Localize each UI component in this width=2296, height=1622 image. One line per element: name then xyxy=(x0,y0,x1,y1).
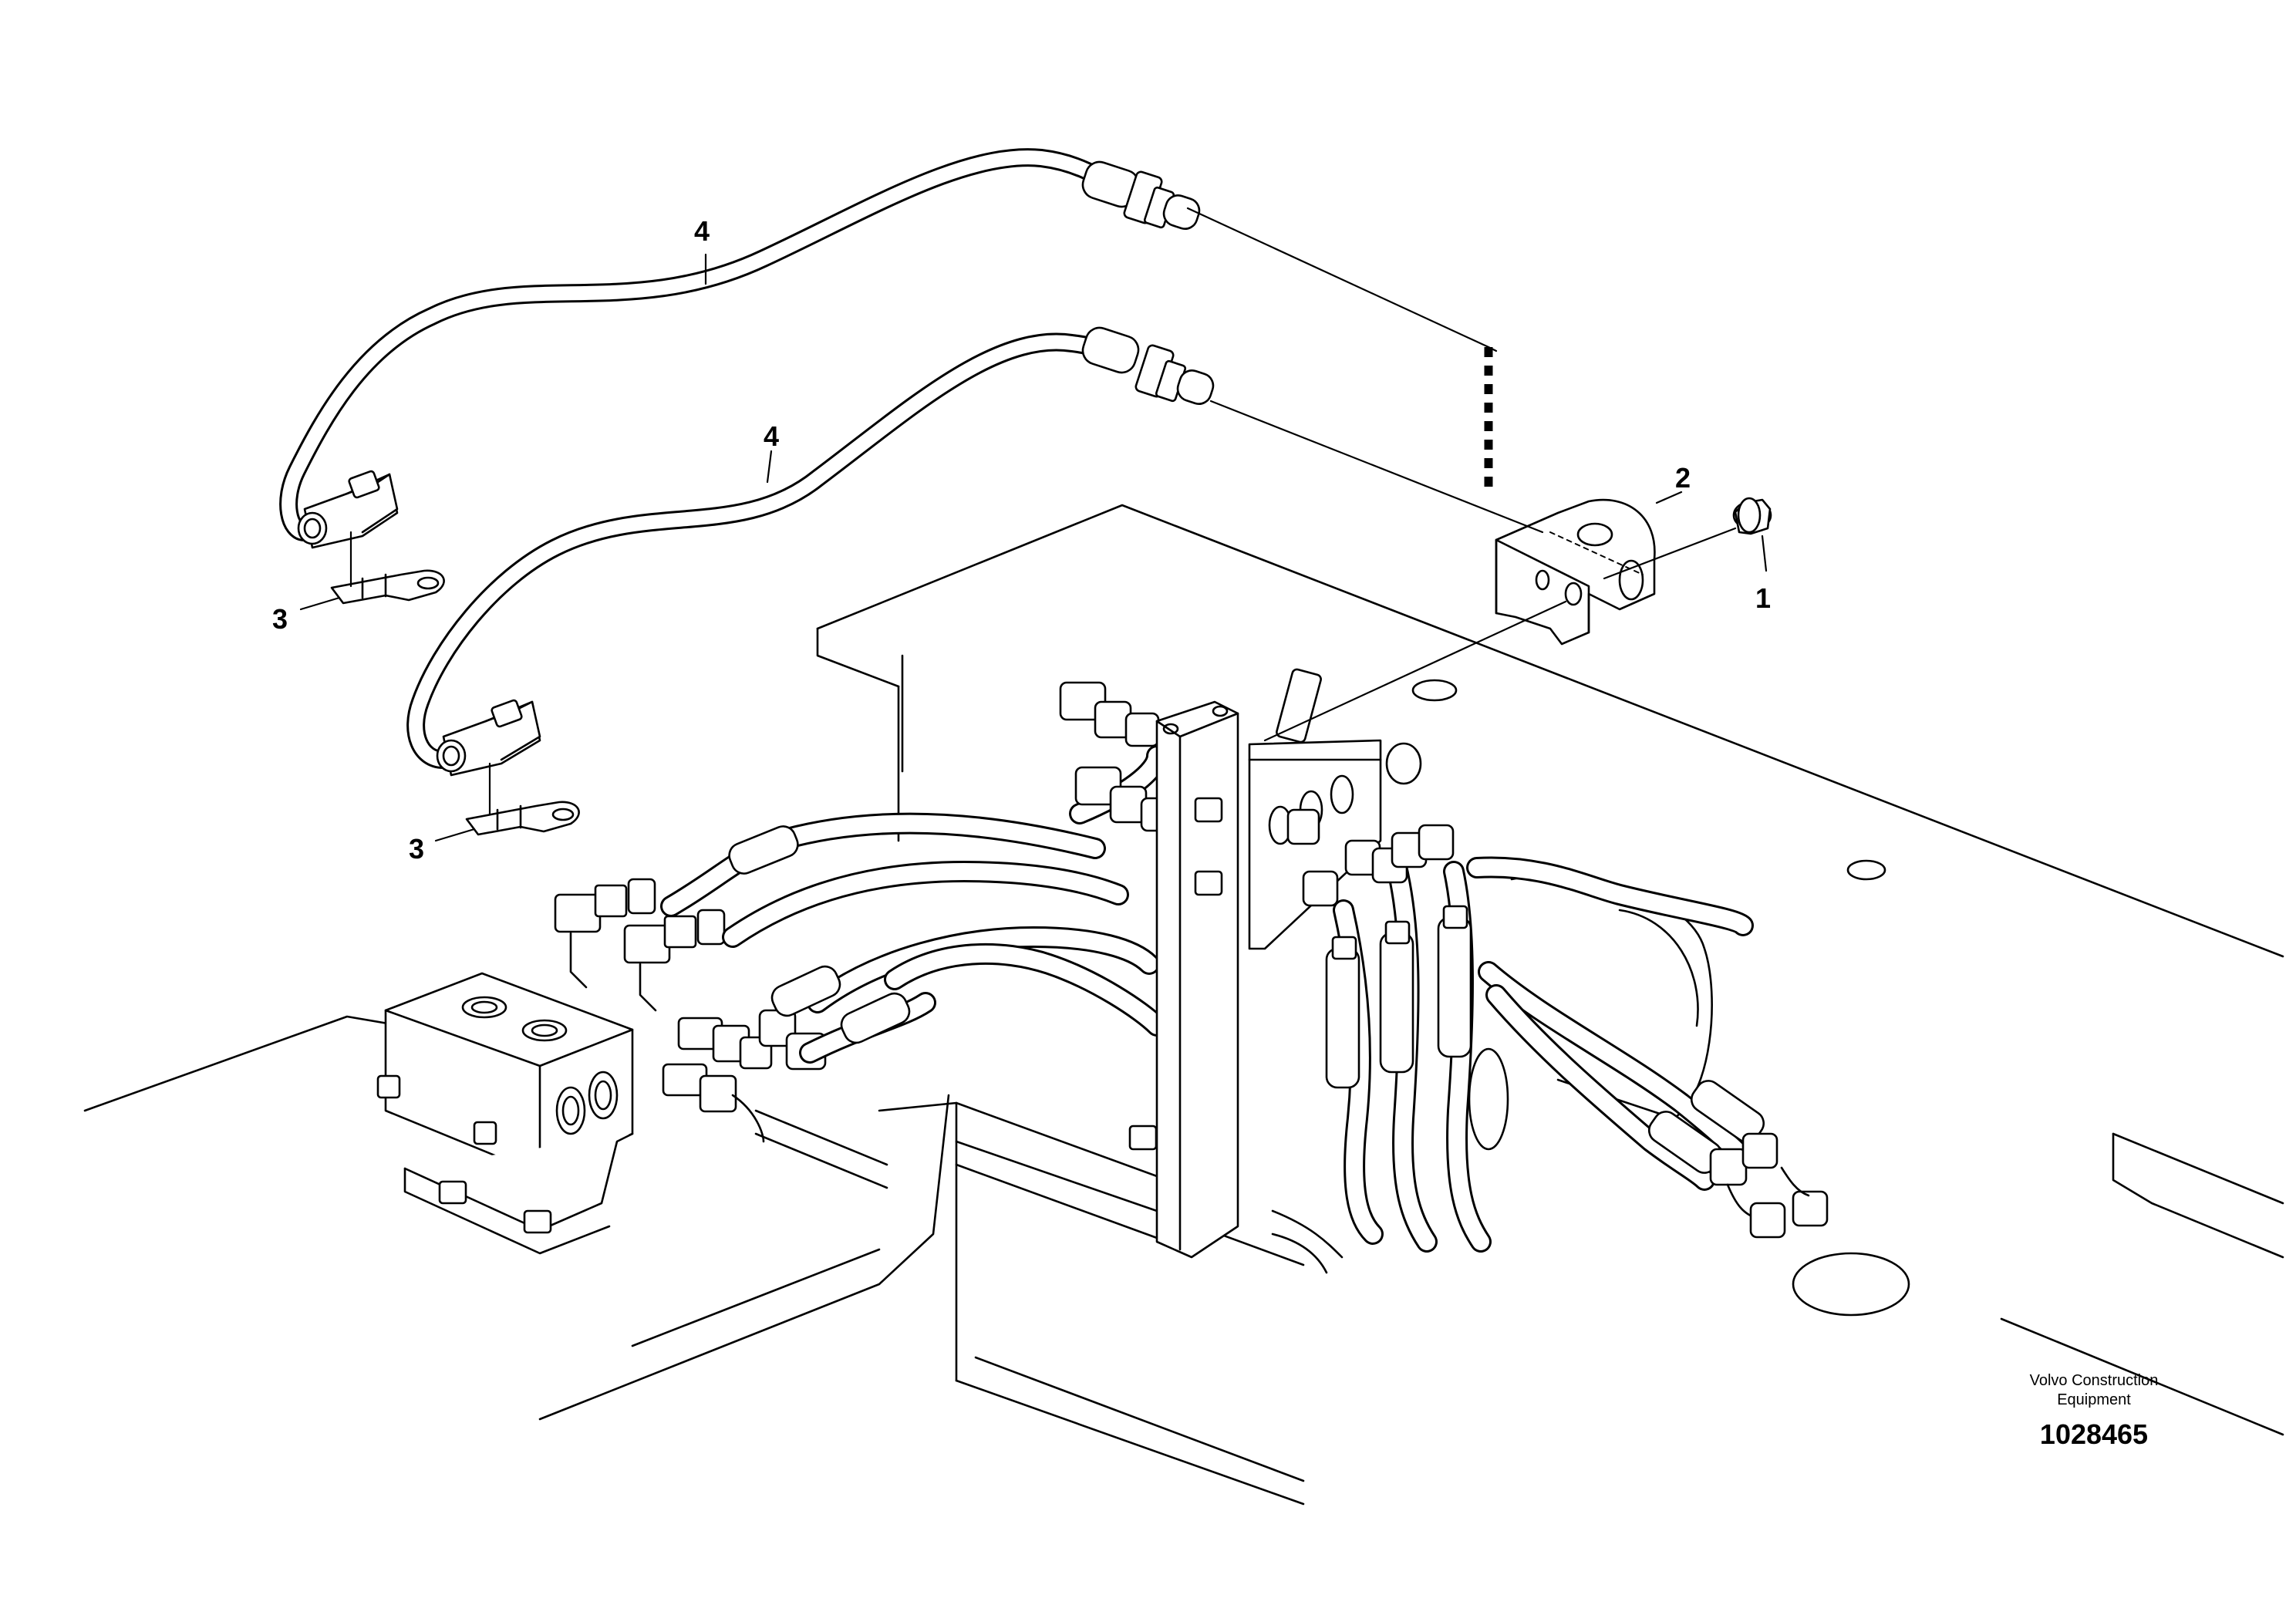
hydraulic-hoses xyxy=(660,745,1829,1253)
connector-lower xyxy=(436,699,541,777)
callout-4-upper: 4 xyxy=(694,215,710,247)
sensor-bracket xyxy=(1495,498,1656,646)
callout-3-lower: 3 xyxy=(409,833,424,865)
callout-3-upper: 3 xyxy=(272,603,288,635)
callout-1: 1 xyxy=(1755,582,1771,614)
sensor-cable-lower xyxy=(406,326,1215,769)
clip-lower xyxy=(465,801,580,836)
callout-4-lower: 4 xyxy=(764,420,779,452)
connector-upper xyxy=(297,470,399,549)
sensor-cable-upper xyxy=(279,148,1201,541)
valve-block xyxy=(376,878,827,1255)
manifold xyxy=(1059,668,1455,1274)
callout-leaders xyxy=(299,253,1768,842)
company-name-line1: Volvo Construction xyxy=(2029,1372,2159,1389)
callout-2: 2 xyxy=(1675,462,1691,494)
drawing-caption: Volvo Construction Equipment 1028465 xyxy=(1974,1371,2213,1452)
callout-labels: 4 4 2 1 3 3 xyxy=(272,215,1771,865)
document-number: 1028465 xyxy=(2039,1418,2149,1450)
assembly-lines xyxy=(349,207,1737,815)
company-name-line2: Equipment xyxy=(2057,1391,2131,1408)
clip-upper xyxy=(330,569,445,605)
screw xyxy=(1732,497,1772,535)
